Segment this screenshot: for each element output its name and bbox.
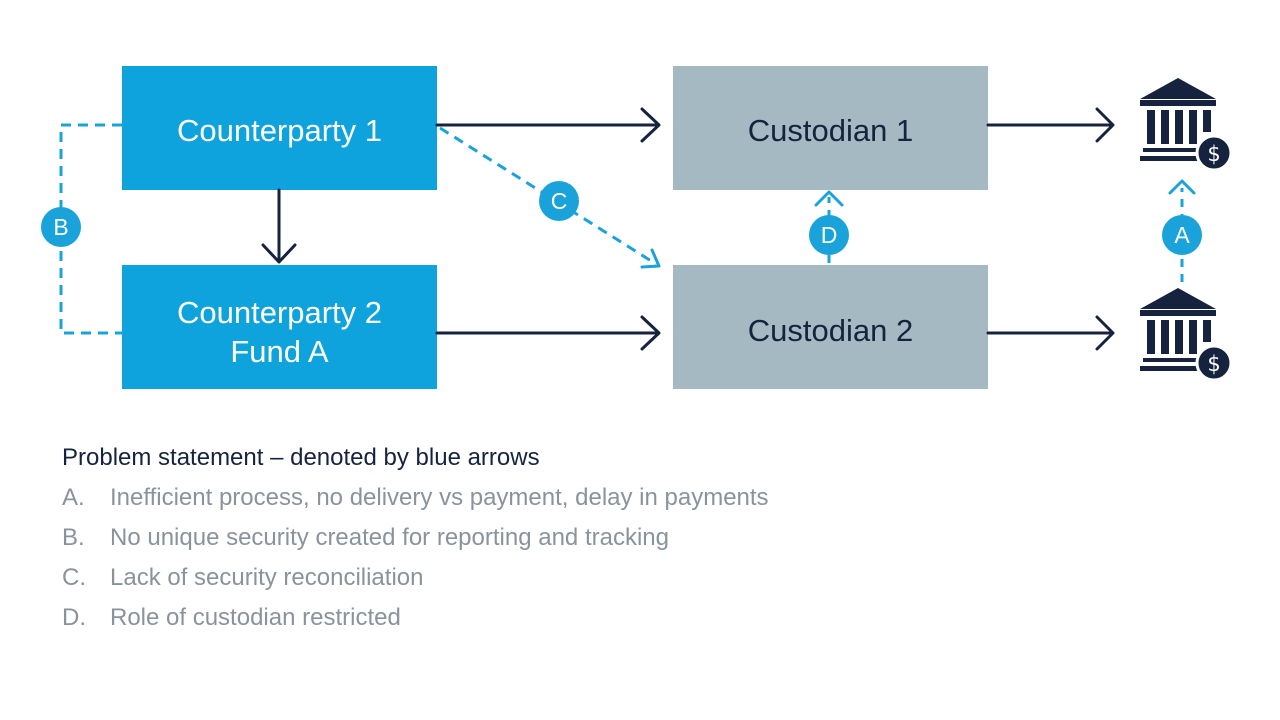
custodian-1-label: Custodian 1 [748, 113, 913, 148]
legend-text: Role of custodian restricted [110, 604, 401, 631]
bank-dollar-icon: $ [1140, 78, 1233, 172]
svg-text:D: D [821, 222, 838, 248]
counterparty-2-label: Counterparty 2 [177, 295, 382, 330]
legend-item-d: D. Role of custodian restricted [62, 598, 962, 638]
node-counterparty-1: Counterparty 1 [122, 66, 437, 190]
legend-item-c: C. Lack of security reconciliation [62, 558, 962, 598]
custodian-1-box [673, 66, 988, 190]
legend-letter: A. [62, 484, 85, 511]
badge-c: C [539, 181, 579, 221]
custodian-2-label: Custodian 2 [748, 313, 913, 348]
legend-text: Lack of security reconciliation [110, 564, 424, 591]
legend-title: Problem statement – denoted by blue arro… [62, 444, 540, 471]
arrow-counterparty1-to-counterparty2 [261, 188, 297, 264]
badge-d: D [809, 215, 849, 255]
arrow-custodian1-to-bank1 [986, 107, 1115, 143]
arrow-counterparty1-to-custodian1 [435, 107, 661, 143]
counterparty-1-label: Counterparty 1 [177, 113, 382, 148]
legend-text: Inefficient process, no delivery vs paym… [110, 484, 769, 511]
badge-a: A [1162, 215, 1202, 255]
legend-letter: B. [62, 524, 85, 551]
svg-text:C: C [551, 188, 568, 214]
legend-item-b: B. No unique security created for report… [62, 518, 962, 558]
problem-statement-legend: Problem statement – denoted by blue arro… [62, 438, 962, 638]
legend-letter: C. [62, 564, 86, 591]
legend-text: No unique security created for reporting… [110, 524, 669, 551]
svg-text:B: B [53, 214, 68, 240]
counterparty-1-box [122, 66, 437, 190]
badge-b: B [41, 207, 81, 247]
bank-dollar-icon: $ [1140, 288, 1233, 382]
legend-item-a: A. Inefficient process, no delivery vs p… [62, 478, 962, 518]
node-counterparty-2: Counterparty 2 Fund A [122, 265, 437, 389]
custodian-2-box [673, 265, 988, 389]
counterparty-2-box [122, 265, 437, 389]
legend-letter: D. [62, 604, 86, 631]
svg-text:A: A [1174, 222, 1190, 248]
node-custodian-1: Custodian 1 [673, 66, 988, 190]
arrow-custodian2-to-bank2 [986, 315, 1115, 351]
fund-a-label: Fund A [230, 334, 329, 369]
arrow-counterparty2-to-custodian2 [435, 315, 661, 351]
node-custodian-2: Custodian 2 [673, 265, 988, 389]
svg-text:$: $ [1207, 352, 1220, 376]
svg-text:$: $ [1207, 142, 1220, 166]
